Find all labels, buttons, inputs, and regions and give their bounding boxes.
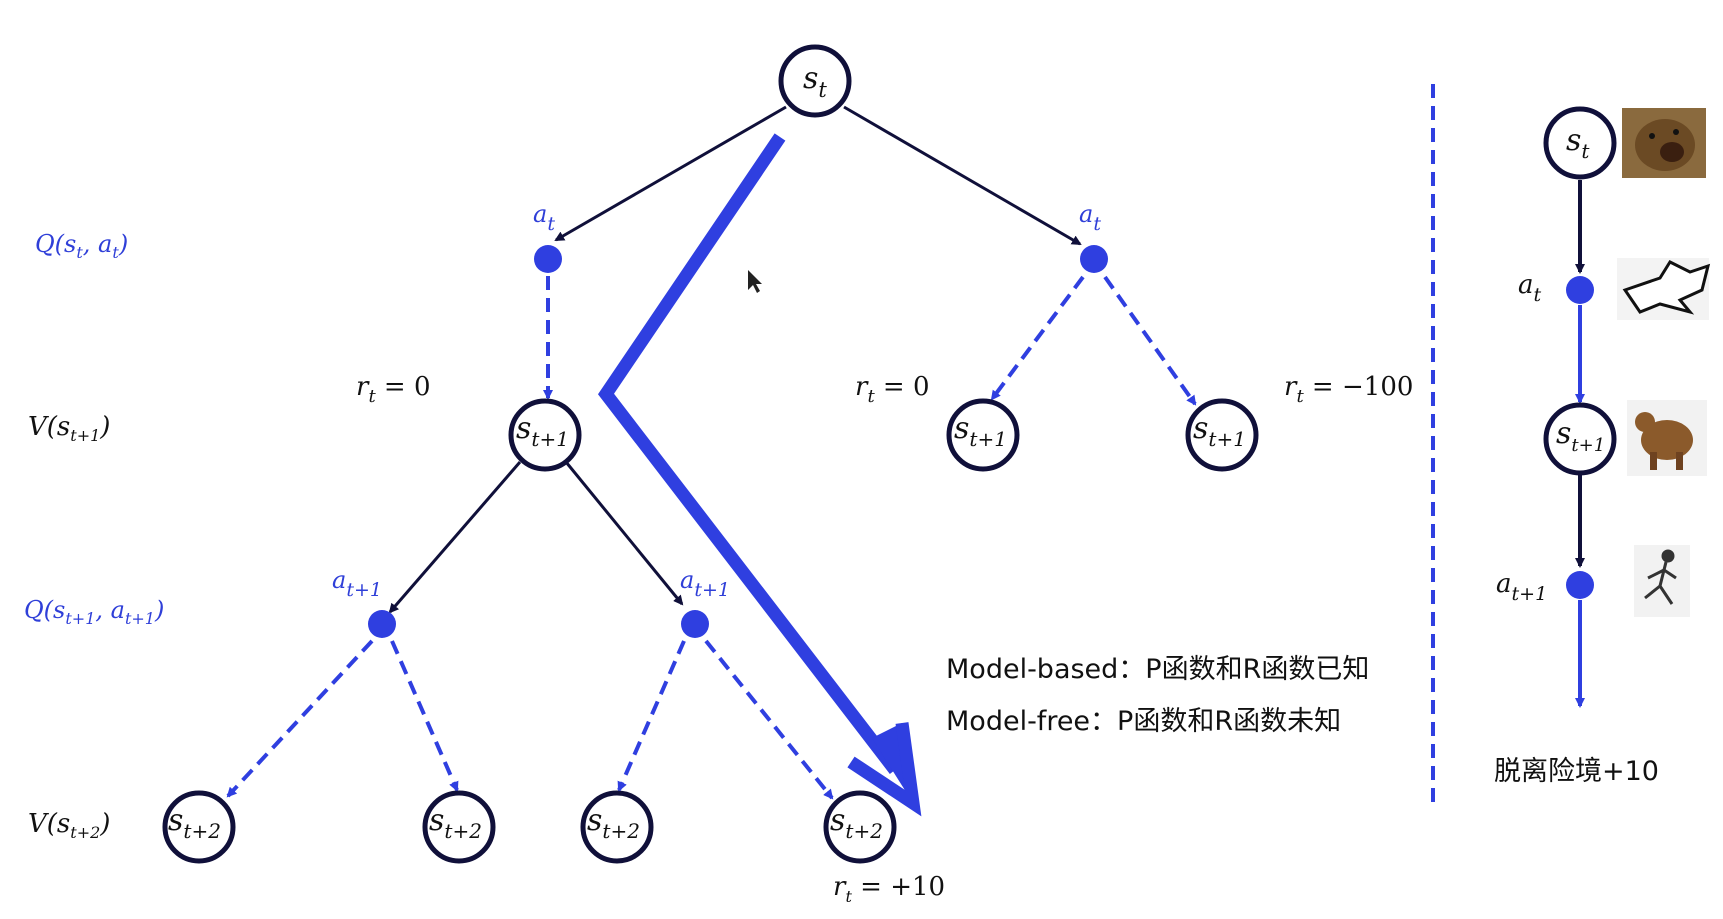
bear-image — [1627, 400, 1707, 476]
svg-text:st+2: st+2 — [429, 803, 482, 843]
side-chain: st at st+1 at+1 脱离险境+10 — [1494, 106, 1659, 787]
reward-label-goal: rt = +10 — [833, 872, 945, 906]
state-node-s2-3: st+2 — [580, 790, 654, 864]
action-node-2-right: at+1 — [680, 566, 730, 638]
side-state-node — [1543, 106, 1617, 180]
s2-1-sub: t+2 — [183, 819, 221, 843]
action-left-sub: t — [547, 213, 555, 235]
state-node-s2-1: st+2 — [162, 790, 236, 864]
s2-4-sub: t+2 — [845, 819, 883, 843]
side-action-label: at — [1518, 270, 1542, 306]
running-person-image — [1634, 545, 1690, 617]
root-sub: t — [818, 78, 827, 102]
row-label-v-st2: V(st+2) — [28, 809, 110, 842]
svg-text:st+1: st+1 — [1556, 416, 1605, 456]
svg-text:at+1: at+1 — [332, 566, 382, 601]
state-node-s2-2: st+2 — [422, 790, 496, 864]
edge-root-to-action-left — [554, 105, 787, 242]
action-node-left: at — [533, 200, 562, 273]
s1-right-sub: t+1 — [1208, 427, 1246, 451]
svg-text:st+2: st+2 — [168, 803, 221, 843]
svg-text:st: st — [1566, 123, 1590, 163]
row-label-v-st1: V(st+1) — [28, 412, 110, 445]
action-left-name: a — [533, 200, 547, 228]
svg-text:st+1: st+1 — [954, 411, 1007, 451]
edge-s1-to-action-right — [564, 461, 684, 606]
svg-text:at+1: at+1 — [680, 566, 730, 601]
reward-label-mid: rt = 0 — [855, 372, 930, 407]
edge-a2-right-to-s2-3 — [617, 640, 686, 792]
svg-text:at: at — [1079, 200, 1101, 235]
row-label-q-st1-at1: Q(st+1, at+1) — [24, 596, 164, 628]
action-node-2-left: at+1 — [332, 566, 396, 638]
s2-2-name: s — [429, 803, 444, 838]
svg-text:st+2: st+2 — [830, 803, 883, 843]
edge-s1-to-action-left — [388, 461, 522, 614]
note-model-based: Model-based：P函数和R函数已知 — [946, 654, 1369, 685]
a2-left-name: a — [332, 566, 346, 594]
svg-text:st+1: st+1 — [1193, 411, 1246, 451]
side-next-state-node — [1543, 402, 1617, 476]
side-next-action-node — [1566, 571, 1594, 599]
edge-a2-left-to-s2-2 — [390, 640, 459, 792]
s2-3-sub: t+2 — [602, 819, 640, 843]
edge-root-to-action-right — [843, 105, 1082, 246]
reward-label-left: rt = 0 — [356, 372, 431, 407]
a2-left-sub: t+1 — [346, 579, 382, 601]
state-to-action-edges — [388, 105, 1082, 614]
s2-3-name: s — [587, 803, 602, 838]
state-node-s2-4: st+2 — [823, 790, 897, 864]
node-root: st — [778, 44, 852, 118]
action-node-right: at — [1079, 200, 1108, 273]
s2-1-name: s — [168, 803, 183, 838]
note-model-free: Model-free：P函数和R函数未知 — [946, 706, 1341, 737]
side-next-action-label: at+1 — [1496, 569, 1547, 605]
s1-mid-sub: t+1 — [969, 427, 1007, 451]
row-label-q-st-at: Q(st, at) — [35, 230, 128, 262]
s1-left-name: s — [516, 411, 531, 446]
svg-text:st+1: st+1 — [516, 411, 569, 451]
trajectory-arrow — [597, 133, 922, 817]
roaring-bear-image — [1622, 108, 1706, 178]
state-node-s1-mid: st+1 — [946, 398, 1020, 472]
s1-right-name: s — [1193, 411, 1208, 446]
svg-text:st: st — [803, 61, 827, 102]
edge-action-right-to-s1-mid — [990, 275, 1085, 401]
a2-right-name: a — [680, 566, 694, 594]
s2-4-name: s — [830, 803, 845, 838]
action-right-name: a — [1079, 200, 1093, 228]
a2-right-sub: t+1 — [694, 579, 730, 601]
state-node-s1-left: st+1 — [508, 398, 582, 472]
root-name: s — [803, 61, 818, 96]
action-right-sub: t — [1093, 213, 1101, 235]
s1-left-sub: t+1 — [531, 427, 569, 451]
edge-a2-right-to-s2-4 — [704, 639, 834, 800]
reward-label-right: rt = −100 — [1284, 372, 1413, 407]
edge-a2-left-to-s2-1 — [226, 639, 374, 798]
s2-2-sub: t+2 — [444, 819, 482, 843]
side-caption: 脱离险境+10 — [1494, 756, 1659, 787]
s1-mid-name: s — [954, 411, 969, 446]
side-action-node — [1566, 276, 1594, 304]
svg-text:st+2: st+2 — [587, 803, 640, 843]
action-splash-image — [1617, 258, 1711, 320]
mouse-cursor-icon — [748, 270, 762, 293]
action-to-state-edges — [226, 275, 1197, 800]
state-node-s1-right: st+1 — [1185, 398, 1259, 472]
svg-text:at: at — [533, 200, 555, 235]
edge-action-right-to-s1-right — [1103, 275, 1197, 406]
